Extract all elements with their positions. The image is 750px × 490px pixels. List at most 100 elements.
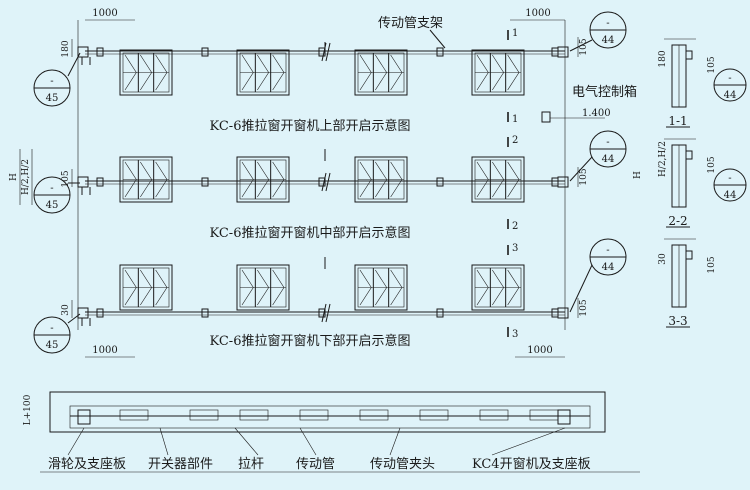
sash-mark: [492, 161, 504, 180]
section-label: 1-1: [668, 114, 687, 128]
callout-bottom: 44: [602, 154, 615, 165]
pipe-clamp: [318, 177, 326, 187]
pipe-clamp: [201, 47, 209, 57]
pipe-clamp: [436, 177, 444, 187]
callout-top: -: [606, 245, 609, 256]
section-number: 3: [512, 243, 518, 254]
sash-mark: [140, 72, 152, 91]
sash-mark: [507, 179, 520, 198]
section-dim-h: H: [633, 171, 643, 179]
break-mark: [325, 303, 331, 323]
section-dim-right: 105: [707, 56, 717, 73]
plan-leader: [491, 427, 566, 456]
window-frame: [354, 156, 408, 203]
left-bracket: [77, 46, 89, 58]
window-frame: [354, 49, 408, 96]
plan-segment: [299, 409, 329, 421]
sash-mark: [375, 179, 387, 198]
plan-leader: [67, 427, 85, 456]
window-unit: [471, 264, 525, 311]
pipe-clamp: [551, 308, 559, 318]
callout-bottom: 44: [602, 262, 615, 273]
sash-mark: [492, 179, 504, 198]
sash-mark: [124, 72, 137, 91]
plan-segment: [239, 409, 269, 421]
sash-mark: [390, 287, 403, 306]
sash-mark: [375, 269, 387, 288]
window-frame: [119, 264, 173, 311]
callout-top: -: [728, 73, 731, 84]
callout-bottom: 45: [46, 340, 59, 351]
plan-label: 滑轮及支座板: [48, 457, 126, 472]
sash-mark: [155, 54, 168, 73]
pipe-clamp: [201, 177, 209, 187]
window-frame: [236, 156, 290, 203]
sash-mark: [359, 179, 372, 198]
plan-segment: [359, 409, 389, 421]
plan-wall: [49, 391, 606, 433]
section-bracket: [685, 50, 693, 60]
callout-right: -44: [589, 11, 627, 49]
pipe-clamp: [551, 47, 559, 57]
sash-mark: [390, 269, 403, 288]
row-caption: KC-6推拉窗开窗机上部开启示意图: [210, 118, 411, 134]
window-unit: [236, 49, 290, 96]
plan-dim-left-label: 1000: [92, 345, 117, 356]
dim-1000-label: 1000: [525, 8, 550, 19]
pipe-clamp: [96, 308, 104, 318]
sash-mark: [272, 161, 285, 180]
dim-right: 105: [579, 38, 589, 55]
plan-pulley: [77, 409, 91, 425]
plan-label: KC4开窗机及支座板: [472, 456, 591, 472]
plan-segment: [119, 409, 149, 421]
sash-mark: [375, 287, 387, 306]
pipe-clamp: [201, 308, 209, 318]
sash-mark: [492, 269, 504, 288]
window-unit: [236, 264, 290, 311]
callout-bottom: 44: [724, 90, 737, 101]
sash-mark: [375, 54, 387, 73]
pipe-clamp: [96, 177, 104, 187]
sash-mark: [257, 269, 269, 288]
sash-mark: [155, 179, 168, 198]
callout-left: -45: [33, 69, 71, 107]
sash-mark: [476, 287, 489, 306]
plan-leader: [389, 427, 401, 456]
sash-mark: [390, 54, 403, 73]
plan-leader: [299, 427, 317, 456]
callout-right: - 44: [589, 238, 627, 276]
sash-mark: [257, 179, 269, 198]
sash-mark: [241, 161, 254, 180]
sash-mark: [359, 269, 372, 288]
window-frame: [236, 49, 290, 96]
callout-bottom: 45: [46, 93, 59, 104]
section-callout: -44: [713, 168, 747, 202]
sash-mark: [390, 72, 403, 91]
control-box-label: 电气控制箱: [572, 84, 637, 100]
dim-left: 105: [61, 170, 71, 187]
window-frame: [471, 156, 525, 203]
section-dim-right: 105: [707, 156, 717, 173]
sash-mark: [359, 54, 372, 73]
section-bracket: [685, 150, 693, 160]
control-box-level: 1.400: [582, 108, 611, 119]
sash-mark: [492, 287, 504, 306]
sash-mark: [476, 179, 489, 198]
section-callout: - 44: [713, 68, 747, 102]
callout-top: -: [606, 137, 609, 148]
sash-mark: [272, 54, 285, 73]
sash-mark: [375, 161, 387, 180]
window-unit: [471, 49, 525, 96]
callout-bottom: 44: [602, 35, 615, 46]
plan-dim-side: L+100: [23, 394, 33, 425]
section-dim-right: 105: [707, 256, 717, 273]
sash-mark: [257, 287, 269, 306]
